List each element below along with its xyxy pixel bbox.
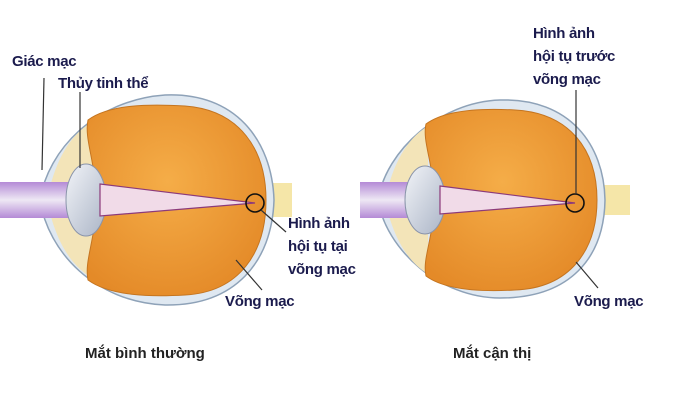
caption-normal-eye: Mắt bình thường — [85, 344, 205, 362]
label-cornea: Giác mạc — [12, 53, 76, 70]
focus-circle — [565, 193, 585, 213]
label-focus-line1: Hình ảnh — [533, 25, 595, 42]
refracted-beam — [439, 185, 576, 215]
normal-eye: Giác mạc Thủy tinh thể Hình ảnh hội tụ t… — [0, 53, 356, 362]
label-retina: Võng mạc — [574, 293, 643, 310]
label-focus-line3: võng mạc — [288, 261, 356, 278]
caption-myopic-eye: Mắt cận thị — [453, 344, 531, 362]
label-focus-line2: hội tụ tại — [288, 238, 348, 255]
label-focus-line3: võng mạc — [533, 71, 601, 88]
optic-nerve — [270, 183, 292, 217]
refracted-beam — [99, 183, 256, 217]
label-focus-line2: hội tụ trước — [533, 48, 615, 65]
label-lens: Thủy tinh thể — [58, 75, 148, 92]
label-focus-line1: Hình ảnh — [288, 215, 350, 232]
myopic-eye: Hình ảnh hội tụ trước võng mạc Võng mạc … — [360, 25, 644, 362]
label-retina: Võng mạc — [225, 293, 294, 310]
lens — [404, 165, 446, 235]
focus-circle — [245, 193, 265, 213]
